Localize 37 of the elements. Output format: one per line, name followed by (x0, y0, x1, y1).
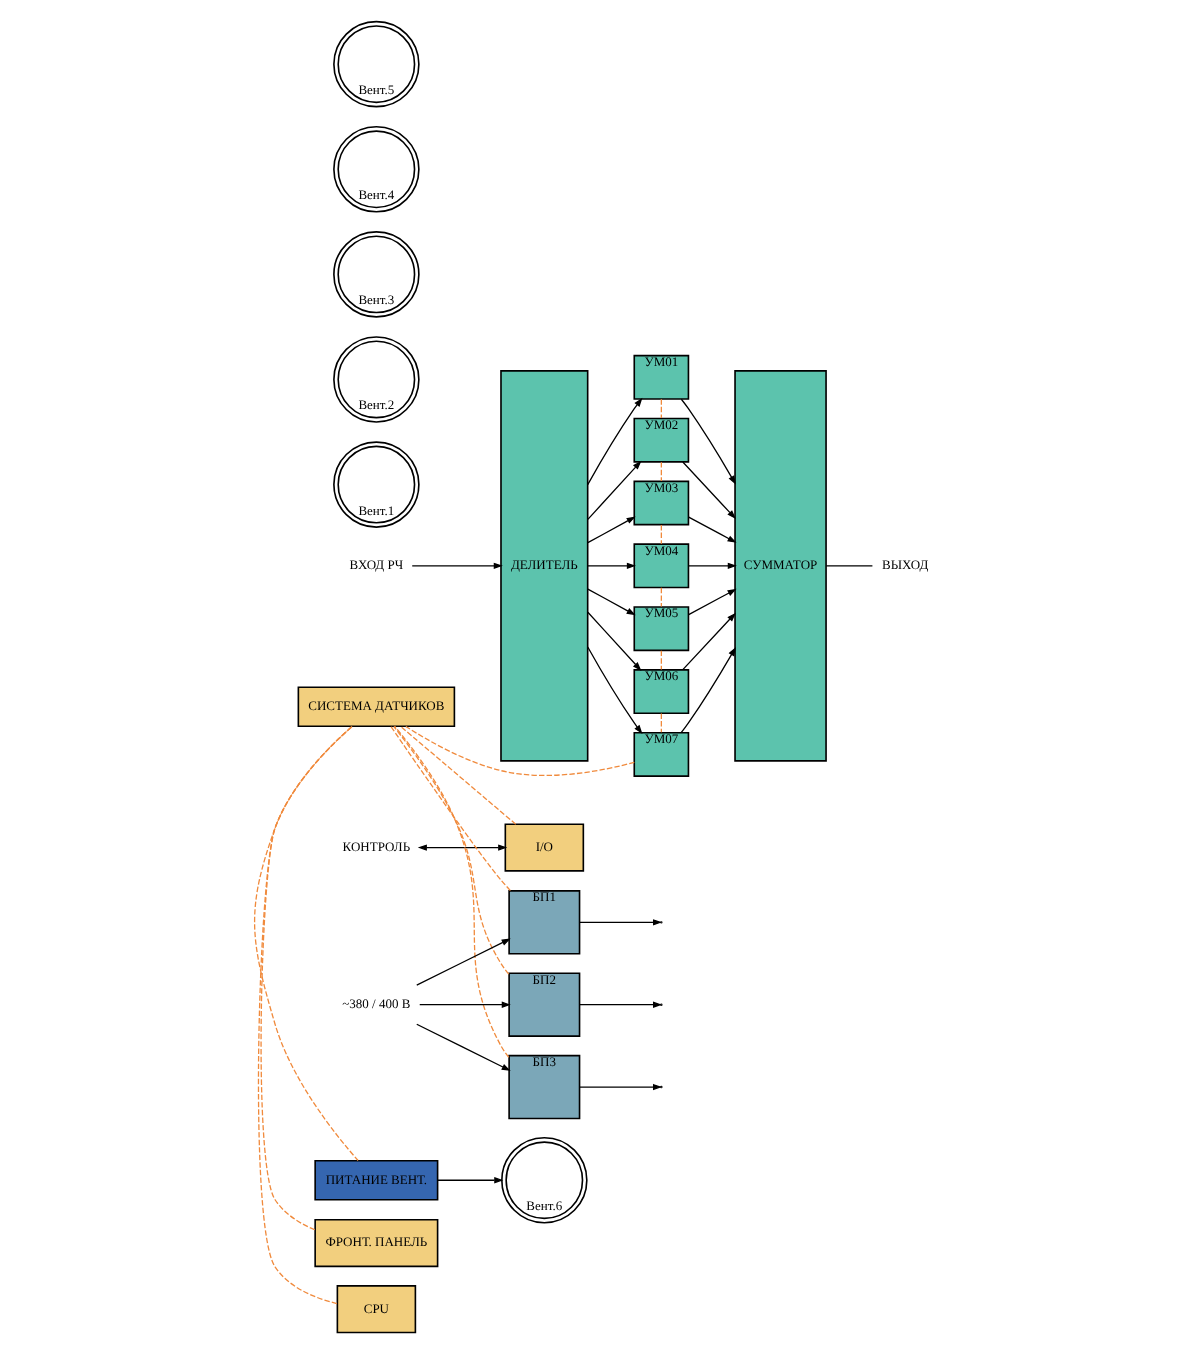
connector (659, 398, 661, 419)
arrow (586, 460, 641, 521)
connector (404, 725, 634, 777)
arrow (436, 1177, 503, 1184)
connector (659, 712, 661, 733)
arrow (586, 611, 641, 671)
arrow (415, 938, 510, 986)
arrow (681, 612, 735, 671)
arrow (586, 562, 635, 570)
connector (824, 565, 873, 567)
connector (398, 725, 516, 825)
connector (256, 725, 352, 1305)
arrow (679, 646, 735, 734)
arrow (681, 461, 735, 520)
arrow (418, 1001, 510, 1008)
arrow (586, 397, 642, 486)
connector (253, 725, 358, 1162)
connector (392, 725, 509, 1058)
arrow (416, 844, 507, 851)
arrow (586, 646, 642, 735)
arrow (410, 562, 502, 570)
arrow (577, 1083, 662, 1091)
connector (659, 650, 661, 671)
arrow (415, 1023, 510, 1071)
arrow (577, 919, 662, 926)
arrow (586, 588, 635, 616)
arrow (687, 562, 736, 570)
arrow (586, 516, 635, 544)
arrow (577, 1001, 662, 1008)
connector (392, 725, 509, 975)
connector (659, 587, 661, 608)
connector (389, 725, 510, 892)
connector (659, 524, 661, 545)
arrow (687, 516, 736, 543)
connector (659, 461, 661, 482)
arrow (679, 398, 735, 485)
arrow (687, 588, 736, 616)
